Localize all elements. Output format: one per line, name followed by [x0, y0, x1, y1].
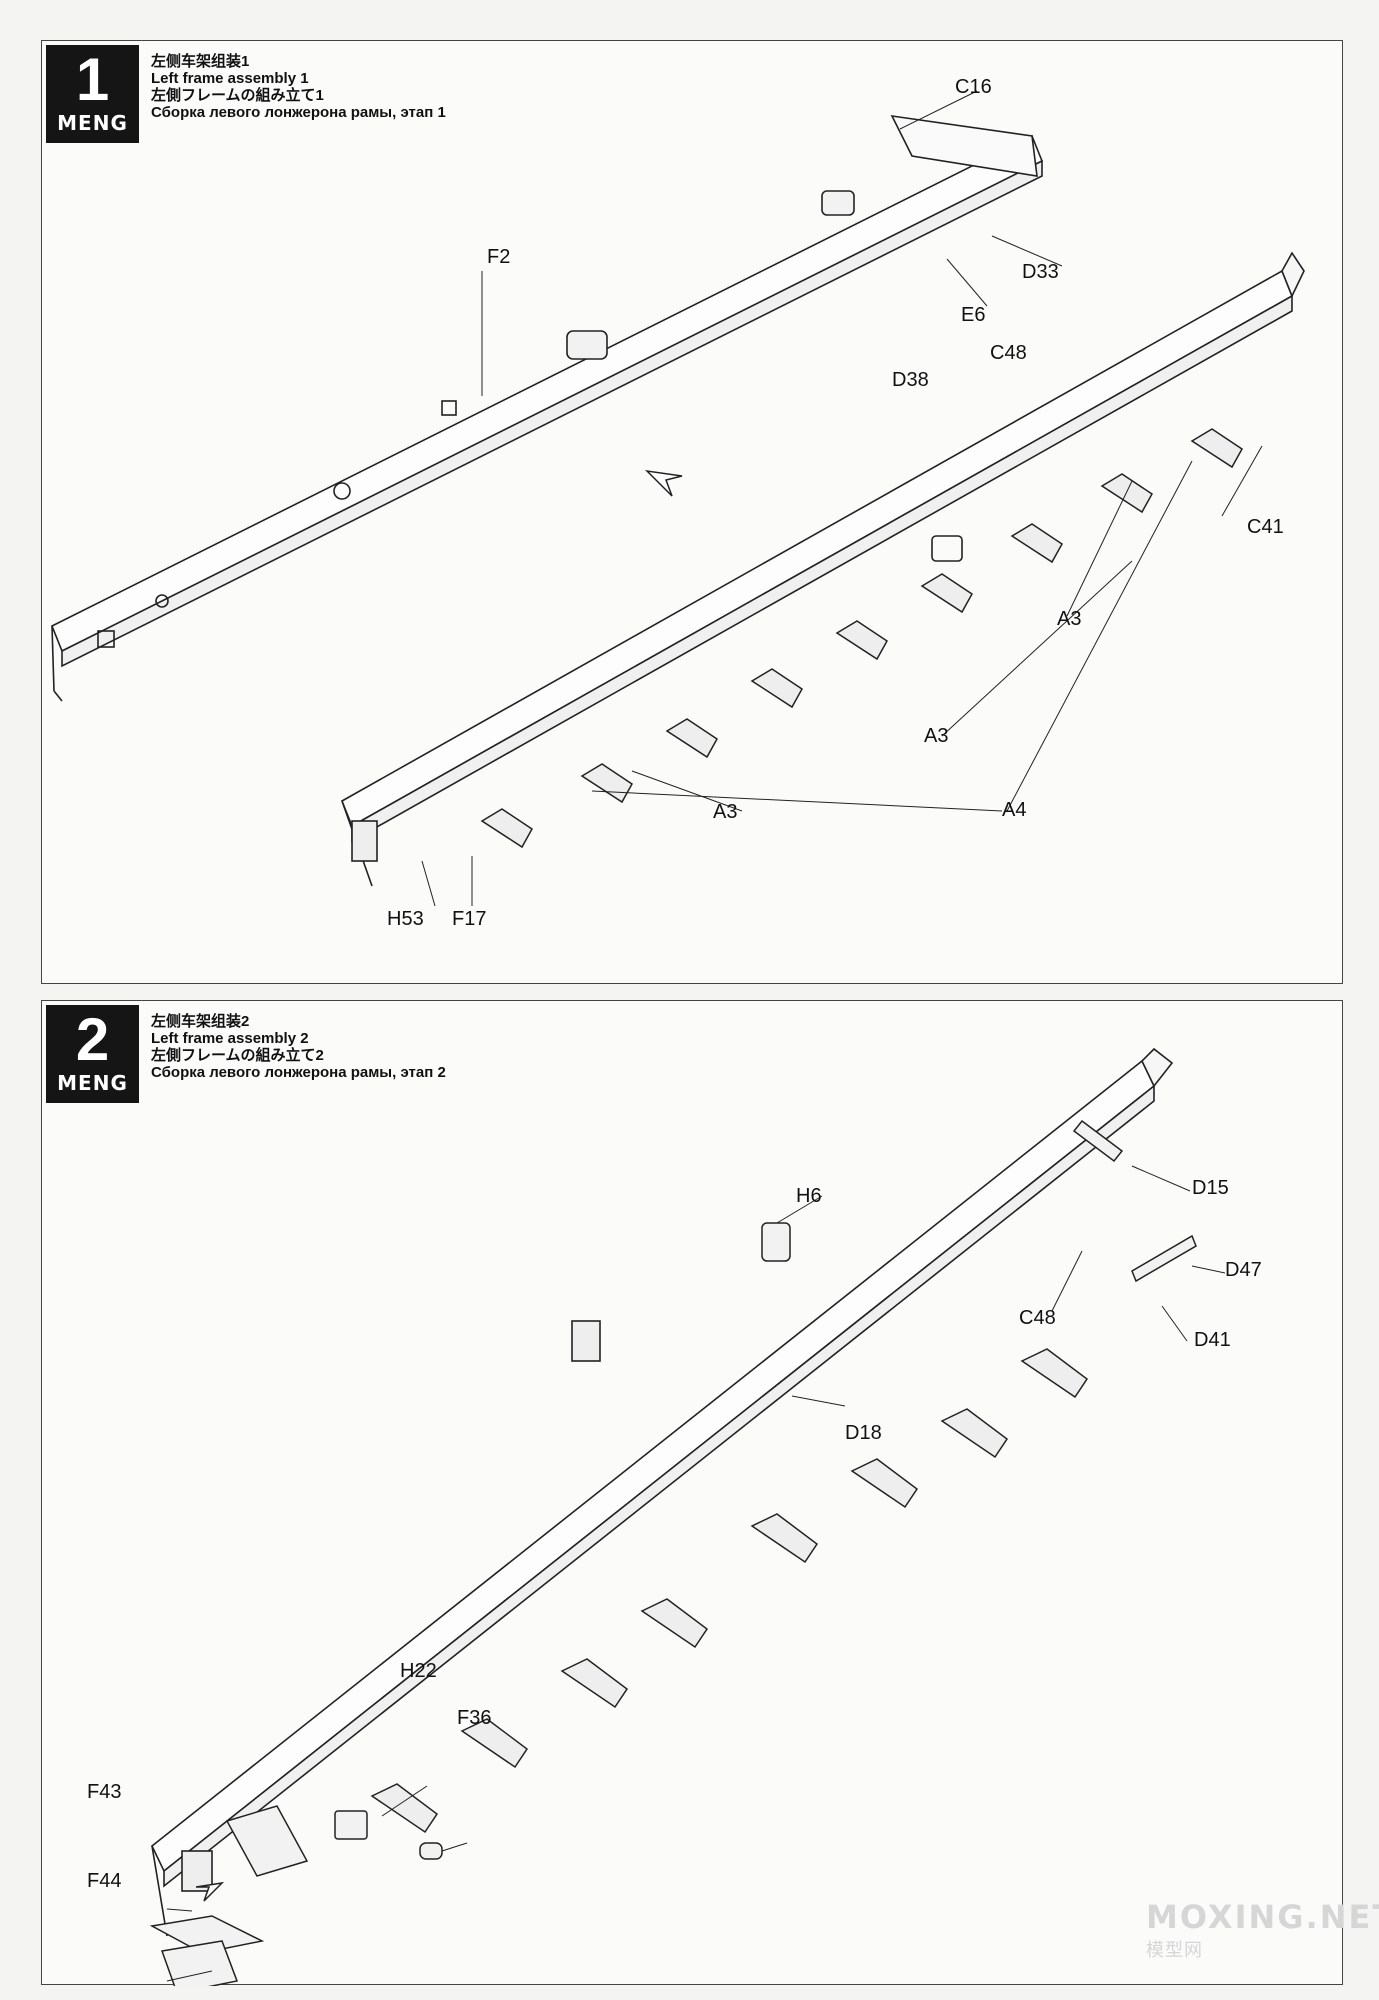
title-english: Left frame assembly 2	[151, 1030, 309, 1047]
part-label: D41	[1194, 1329, 1231, 1351]
part-label: D33	[1022, 261, 1059, 283]
step-1-panel: 1 MENG 左侧车架组装1 Left frame assembly 1 左側フ…	[41, 40, 1343, 984]
leader-lines	[421, 90, 1263, 907]
title-english: Left frame assembly 1	[151, 70, 309, 87]
direction-arrow	[644, 469, 683, 497]
direction-arrow	[195, 1881, 225, 1902]
part-label: F2	[487, 246, 510, 268]
part-label: A4	[1002, 799, 1026, 821]
part-label: F44	[87, 1870, 121, 1892]
assembly-diagram: C16 F2 D33 E6 C48 D38 C41 A3 A3 A3 A4 H5…	[50, 76, 1305, 930]
part-label: E6	[961, 304, 985, 326]
part-label: A3	[924, 725, 948, 747]
part-label: C41	[1247, 516, 1284, 538]
part-label: D38	[892, 369, 929, 391]
frame-rail-f2	[50, 114, 1044, 702]
suspension-brackets	[480, 428, 1243, 849]
part-label: F43	[87, 1781, 121, 1803]
part-label: H53	[387, 908, 424, 930]
part-label: D47	[1225, 1259, 1262, 1281]
title-russian: Сборка левого лонжерона рамы, этап 2	[151, 1064, 446, 1081]
part-label: D15	[1192, 1177, 1229, 1199]
part-label: F17	[452, 908, 486, 930]
watermark: MOXING.NET 模型网	[1146, 1900, 1379, 1968]
title-japanese: 左側フレームの組み立て2	[151, 1047, 324, 1064]
part-label: H22	[400, 1660, 437, 1682]
step-number-badge: 2 MENG	[46, 1005, 139, 1103]
brand-logo: MENG	[57, 1071, 128, 1095]
step-title: 左侧车架组装1 Left frame assembly 1 左側フレームの組み立…	[151, 53, 446, 121]
watermark-text: MOXING.NET	[1146, 1898, 1379, 1936]
step-number: 1	[75, 46, 110, 113]
step-number-badge: 1 MENG	[46, 45, 139, 143]
leader-lines	[166, 1165, 1226, 1982]
part-label: A3	[1057, 608, 1081, 630]
part-label: C48	[1019, 1307, 1056, 1329]
part-label: A3	[713, 801, 737, 823]
step-2-panel: 2 MENG 左侧车架组装2 Left frame assembly 2 左側フ…	[41, 1000, 1343, 1986]
part-label: F36	[457, 1707, 491, 1729]
suspension-brackets	[370, 1348, 1089, 1834]
step-title: 左侧车架组装2 Left frame assembly 2 左側フレームの組み立…	[151, 1013, 446, 1081]
accessory-parts	[149, 1119, 1197, 1986]
part-label: C16	[955, 76, 992, 98]
watermark-subtext: 模型网	[1146, 1940, 1203, 1961]
part-label: C48	[990, 342, 1027, 364]
title-russian: Сборка левого лонжерона рамы, этап 1	[151, 104, 446, 121]
brand-logo: MENG	[57, 111, 128, 135]
title-chinese: 左侧车架组装2	[151, 1013, 250, 1030]
step-number: 2	[75, 1006, 110, 1073]
title-japanese: 左側フレームの組み立て1	[151, 87, 324, 104]
part-label: H6	[796, 1185, 822, 1207]
frame-rail-main	[151, 1047, 1174, 1937]
frame-rail-main	[340, 251, 1305, 887]
part-label: D18	[845, 1422, 882, 1444]
assembly-diagram: H6 D15 D47 C48 D41 D18 H22 F36 F43 F44	[87, 1047, 1262, 1986]
title-chinese: 左侧车架组装1	[151, 53, 250, 70]
